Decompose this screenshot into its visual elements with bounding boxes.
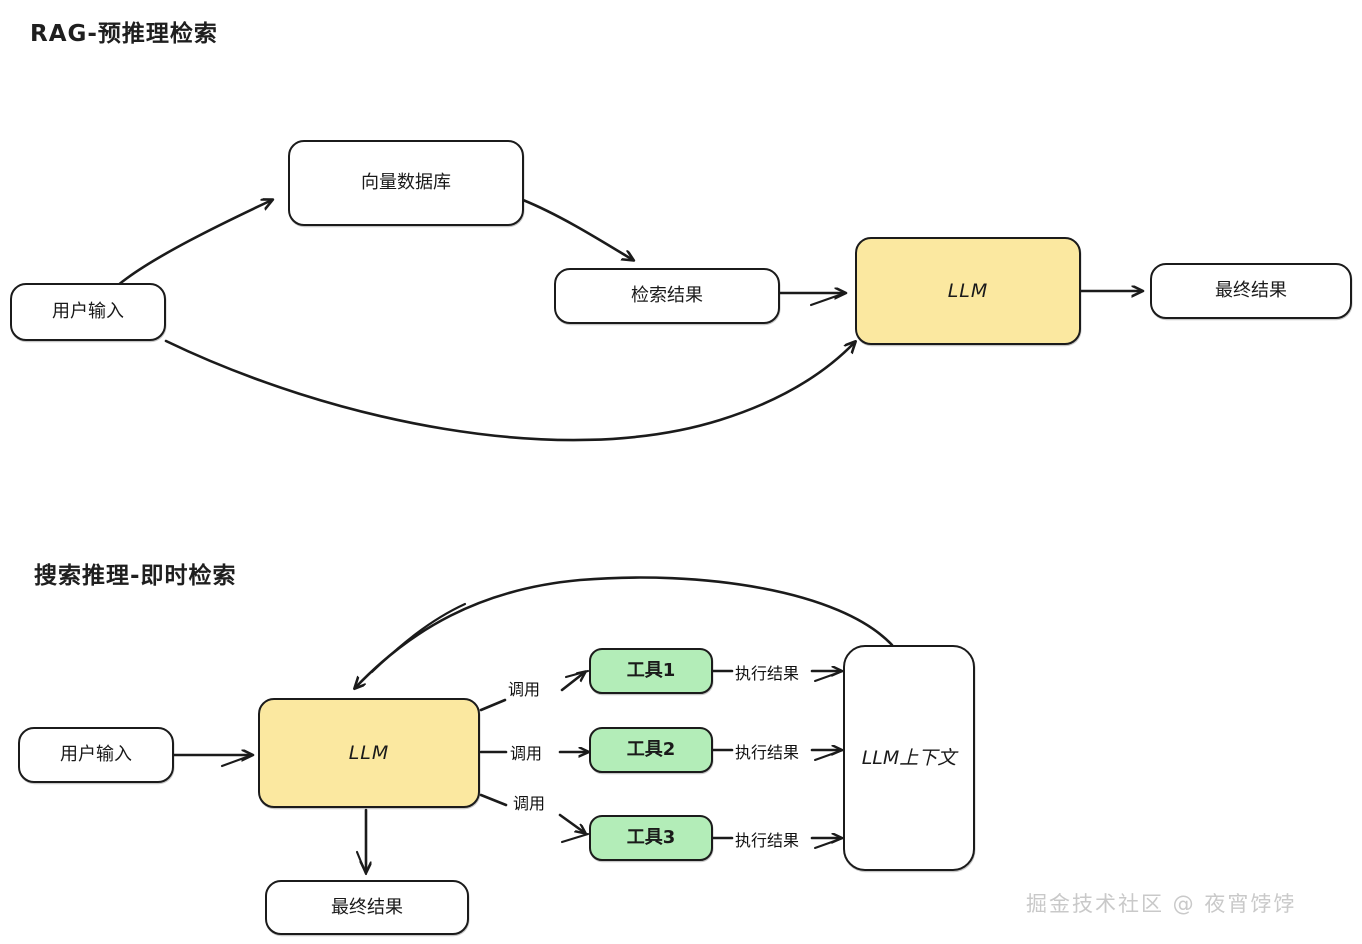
edge-context-to-llm2-return-tail	[370, 602, 467, 674]
node-final-result-search[interactable]: 最终结果	[265, 880, 469, 935]
diagram-title-search: 搜索推理-即时检索	[34, 563, 237, 589]
edge-retrieval-result-to-llm-tail	[809, 291, 847, 307]
edge-label-call-3: 调用	[513, 794, 546, 813]
edge-llm2-to-tool1-arrow	[560, 672, 585, 692]
edge-label-exec-result-2: 执行结果	[735, 743, 800, 762]
node-llm-rag[interactable]: LLM	[855, 237, 1081, 345]
edge-label-call-1: 调用	[508, 680, 541, 699]
node-user-input-search[interactable]: 用户输入	[18, 727, 174, 783]
edge-label-exec-result-3: 执行结果	[735, 831, 800, 850]
node-final-result-rag[interactable]: 最终结果	[1150, 263, 1352, 319]
node-retrieval-result[interactable]: 检索结果	[554, 268, 780, 324]
node-tool-3[interactable]: 工具3	[589, 815, 713, 861]
edge-tool1-to-context-arrow-tail	[814, 670, 844, 682]
node-llm-context[interactable]: LLM上下文	[843, 645, 975, 871]
edge-vector-db-to-retrieval-result	[521, 198, 633, 260]
edge-llm2-to-tool1	[479, 698, 507, 712]
edge-llm2-to-tool3-arrow	[558, 813, 585, 833]
watermark: 掘金技术社区 @ 夜宵饽饽	[1026, 892, 1297, 916]
edge-user-input-to-vector-db	[115, 200, 272, 288]
node-tool-1[interactable]: 工具1	[589, 648, 713, 694]
node-user-input[interactable]: 用户输入	[10, 283, 166, 341]
edge-label-exec-result-1: 执行结果	[735, 664, 800, 683]
edge-tool2-to-context-arrow-tail	[814, 749, 844, 761]
edge-llm2-to-tool3-arrow-tail	[560, 832, 590, 844]
edge-label-call-2: 调用	[510, 744, 543, 763]
edge-user-input-to-llm-curve	[164, 339, 855, 442]
node-llm-search[interactable]: LLM	[258, 698, 480, 808]
diagram-title-rag: RAG-预推理检索	[30, 21, 218, 47]
edge-user-input2-to-llm2-tail	[220, 753, 254, 768]
node-tool-2[interactable]: 工具2	[589, 727, 713, 773]
node-vector-db[interactable]: 向量数据库	[288, 140, 524, 226]
edge-llm2-to-final-result2-tail	[355, 850, 368, 876]
edge-context-to-llm2-return	[355, 576, 894, 688]
edge-tool3-to-context-arrow-tail	[814, 837, 844, 849]
edge-llm2-to-tool1-arrow-tail	[564, 669, 590, 679]
edge-llm2-to-tool3	[479, 793, 508, 807]
